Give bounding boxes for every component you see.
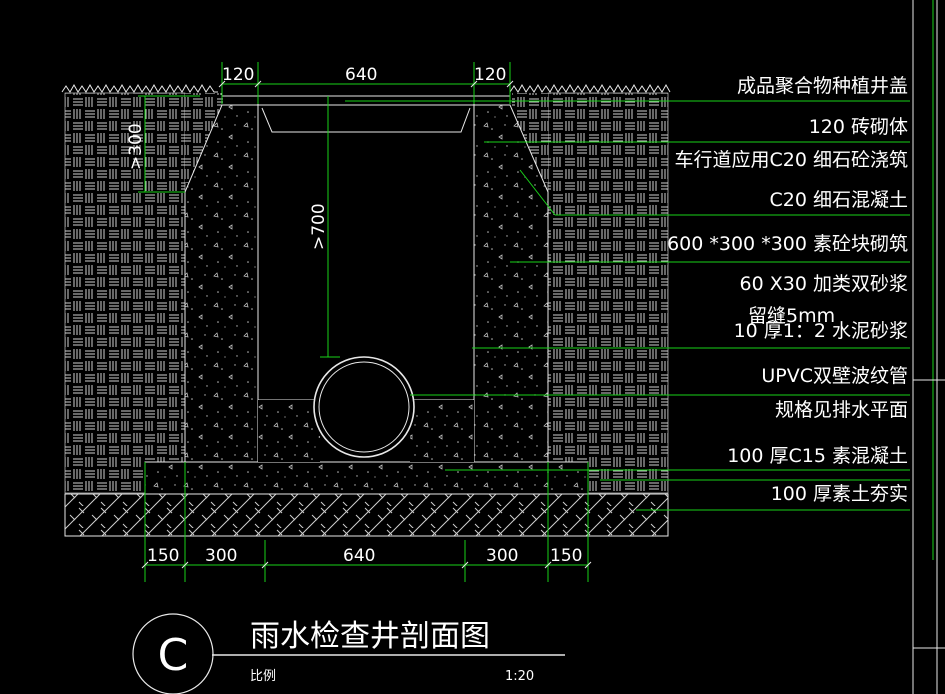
detail-symbol: C <box>158 630 189 681</box>
top-dim-left: 120 <box>222 65 254 85</box>
top-dim-middle: 640 <box>345 65 377 85</box>
callout-cement-mortar: 10 厚1：2 水泥砂浆 <box>734 320 908 342</box>
base-concrete <box>144 461 589 495</box>
soil-left <box>64 92 186 494</box>
soil-right <box>547 92 669 494</box>
bottom-dim-5: 150 <box>550 546 582 566</box>
callout-upvc: UPVC双壁波纹管 <box>761 365 908 387</box>
callout-gap: 留缝5mm <box>748 305 835 327</box>
callout-pipe-spec: 规格见排水平面 <box>775 399 908 421</box>
bottom-dim-1: 150 <box>147 546 179 566</box>
scale-value: 1:20 <box>505 669 534 684</box>
bottom-dim-3: 640 <box>343 546 375 566</box>
top-dimensions <box>218 62 514 104</box>
bottom-dim-2: 300 <box>205 546 237 566</box>
callout-compacted-soil: 100 厚素土夯实 <box>771 483 908 505</box>
callout-road-c20: 车行道应用C20 细石砼浇筑 <box>675 149 908 171</box>
sheet-frame <box>912 0 945 694</box>
callout-block: 600 *300 *300 素砼块砌筑 <box>667 233 908 255</box>
callout-mortar-60x30: 60 X30 加类双砂浆 <box>740 273 908 295</box>
vertical-dim-700: >700 <box>309 203 329 250</box>
vertical-dimensions <box>138 95 340 358</box>
vertical-dim-300: >300 <box>126 123 146 170</box>
callout-brick: 120 砖砌体 <box>809 116 908 138</box>
callout-cover: 成品聚合物种植井盖 <box>737 75 908 97</box>
detail-circle <box>132 613 214 694</box>
upvc-pipe <box>313 356 415 458</box>
bottom-dimensions <box>141 462 592 582</box>
upvc-pipe-inner <box>318 361 410 453</box>
callout-c20-concrete: C20 细石混凝土 <box>770 189 908 211</box>
compacted-soil <box>64 493 669 537</box>
drawing-title: 雨水检查井剖面图 <box>250 619 490 654</box>
top-dim-right: 120 <box>474 65 506 85</box>
bottom-dim-4: 300 <box>486 546 518 566</box>
scale-label: 比例 <box>250 669 276 684</box>
chamber-bench-fill <box>258 400 474 462</box>
callout-c15: 100 厚C15 素混凝土 <box>727 445 908 467</box>
leader-lines <box>345 100 910 511</box>
ground-grass <box>61 83 671 93</box>
